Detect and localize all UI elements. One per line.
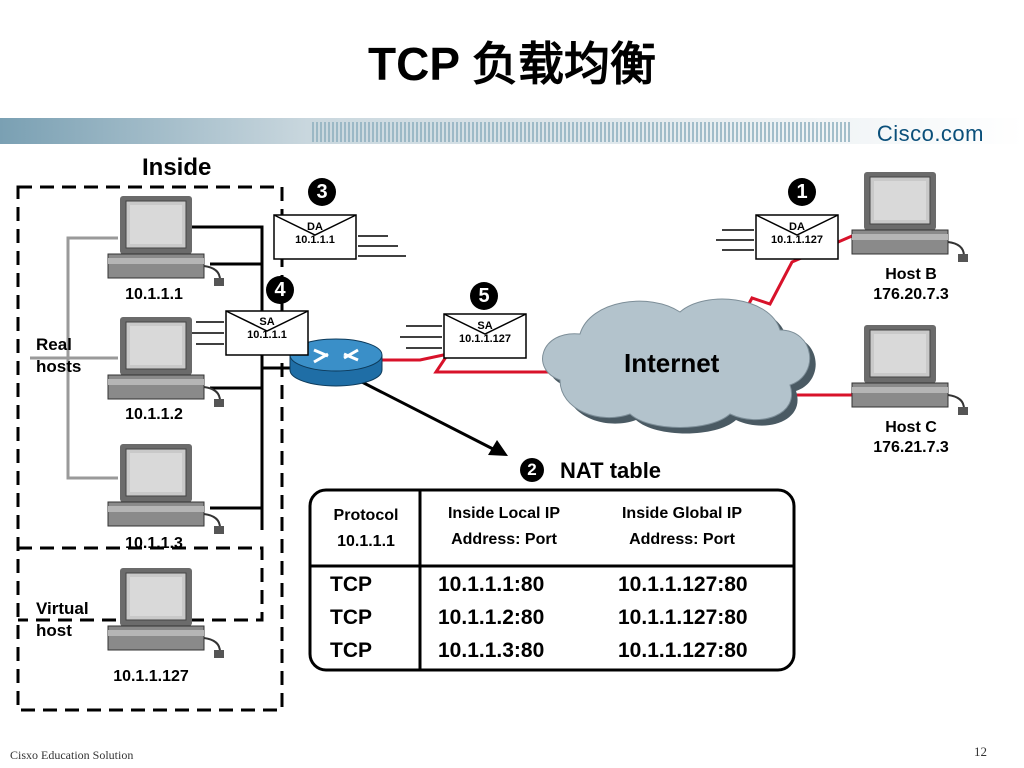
page-title: TCP 负载均衡 bbox=[368, 38, 656, 90]
step-marker: 1 bbox=[788, 178, 816, 206]
step-marker: 2 bbox=[520, 458, 544, 482]
motion-lines bbox=[192, 229, 754, 349]
host-ip-label: 10.1.1.2 bbox=[125, 406, 183, 423]
inside-label: Inside bbox=[142, 154, 212, 181]
nat-arrow bbox=[357, 378, 508, 456]
computer-icon bbox=[107, 316, 225, 408]
host-ip-label: 10.1.1.3 bbox=[125, 535, 183, 552]
internet-label: Internet bbox=[624, 348, 720, 378]
nat-table-frame bbox=[308, 488, 796, 672]
step-marker: 5 bbox=[470, 282, 498, 310]
inside-boundary bbox=[16, 185, 284, 712]
computer-icon bbox=[107, 567, 225, 659]
computer-icon bbox=[107, 443, 225, 535]
nat-table-label: NAT table bbox=[560, 458, 662, 483]
host-ip-label: 10.1.1.127 bbox=[113, 668, 189, 685]
computer-icon bbox=[851, 324, 969, 416]
internet-cloud-icon bbox=[542, 298, 816, 434]
real-hosts-bracket bbox=[30, 236, 118, 480]
header-banner bbox=[0, 118, 1024, 144]
host-ip-label: 10.1.1.1 bbox=[125, 286, 183, 303]
cisco-logo: Cisco.com bbox=[876, 121, 984, 146]
footer-text: Cisxo Education Solution bbox=[10, 748, 134, 762]
step-marker: 3 bbox=[308, 178, 336, 206]
computer-icon bbox=[107, 195, 225, 287]
computer-icon bbox=[851, 171, 969, 263]
real-hosts-boundary bbox=[18, 546, 264, 622]
step-marker: 4 bbox=[266, 276, 294, 304]
page-number: 12 bbox=[974, 744, 987, 759]
envelope-icon bbox=[225, 214, 839, 359]
